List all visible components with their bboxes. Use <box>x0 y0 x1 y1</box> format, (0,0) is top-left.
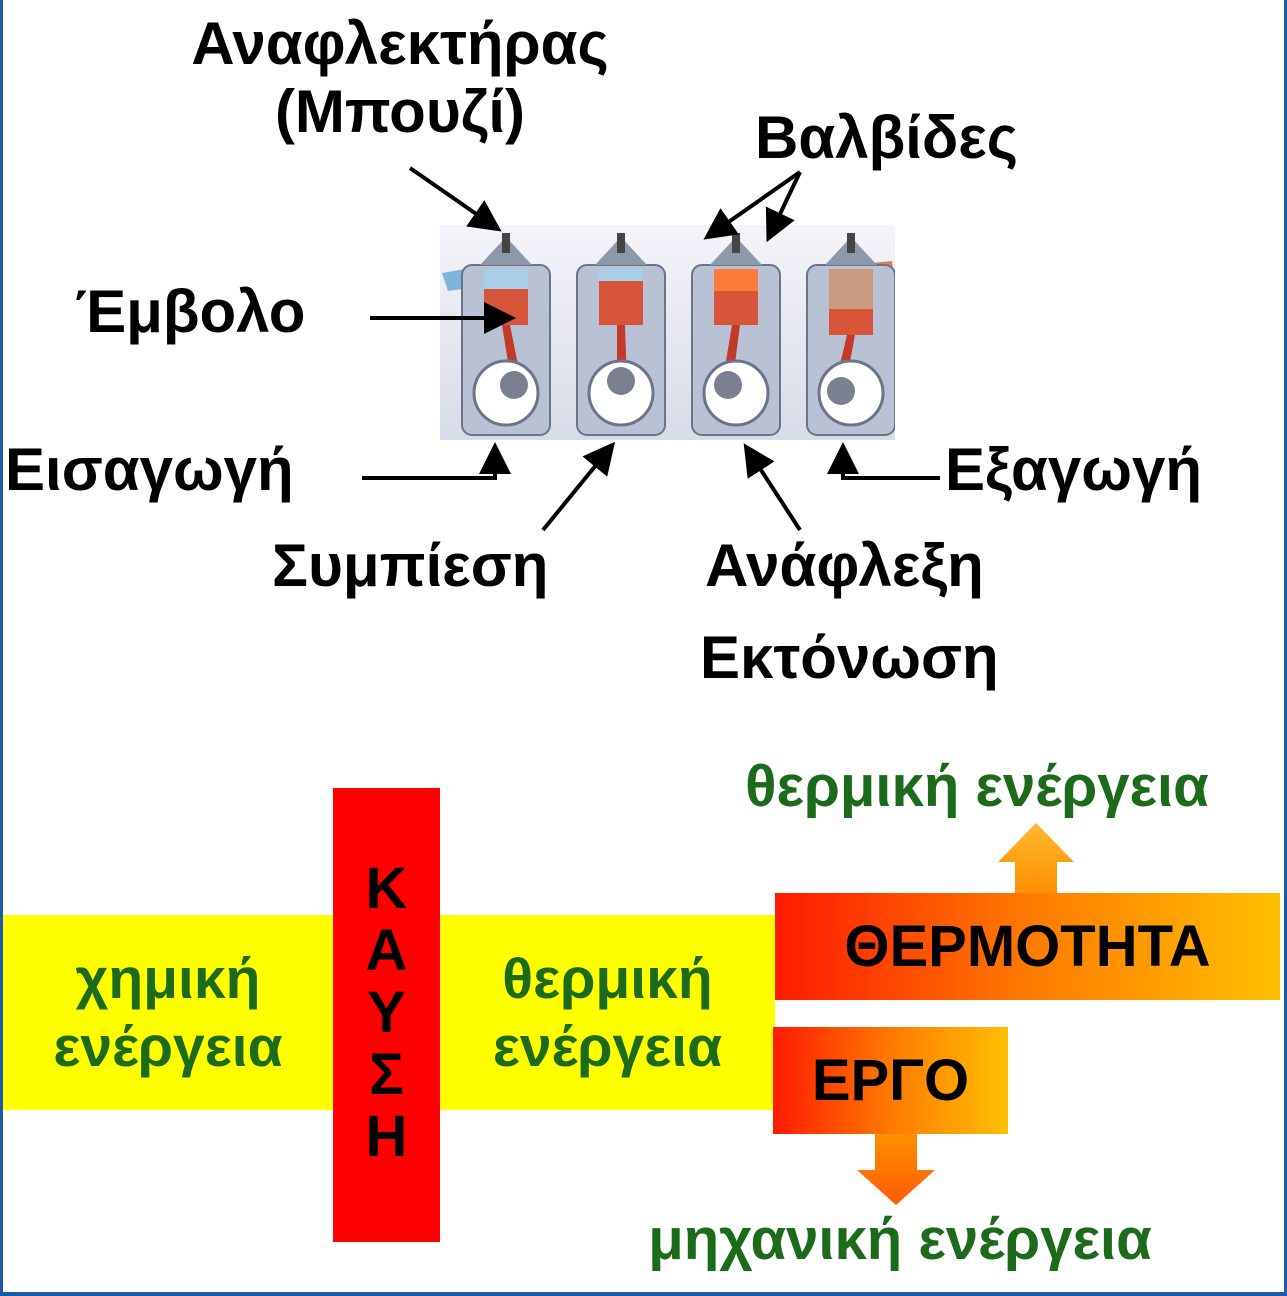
spark-plug-arrow <box>408 166 502 232</box>
valves-label: Βαλβίδες <box>755 104 1018 171</box>
cylinder-2 <box>576 233 666 436</box>
thermal-energy-line1: θερμική <box>502 947 713 1011</box>
chemical-energy-box: χημική ενέργεια <box>3 915 333 1110</box>
valve-arrow-left <box>703 170 802 240</box>
mechanical-energy-output: μηχανική ενέργεια <box>648 1207 1152 1272</box>
cylinder-4 <box>806 233 895 436</box>
ignition-arrow <box>743 443 802 532</box>
thermal-energy-output: θερμική ενέργεια <box>745 754 1209 819</box>
heat-box: ΘΕΡΜΟΤΗΤΑ <box>775 893 1280 1000</box>
intake-label: Εισαγωγή <box>5 436 294 503</box>
combustion-letter-1: Κ <box>365 856 408 921</box>
compression-arrow <box>541 441 616 532</box>
combustion-box: Κ Α Υ Σ Η <box>333 788 440 1242</box>
chemical-energy-line2: ενέργεια <box>53 1015 283 1080</box>
combustion-letter-3: Υ <box>367 980 406 1045</box>
valve-arrow-right <box>765 171 802 243</box>
thermal-energy-line2: ενέργεια <box>492 1015 723 1080</box>
down-arrow <box>857 1134 935 1205</box>
combustion-letter-5: Η <box>365 1104 408 1169</box>
work-label: ΕΡΓΟ <box>811 1048 970 1113</box>
exhaust-label: Εξαγωγή <box>945 436 1202 503</box>
combustion-letter-2: Α <box>365 918 408 983</box>
piston-label: Έμβολο <box>75 278 306 345</box>
chemical-energy-line1: χημική <box>75 947 261 1011</box>
spark-plug-label-line2: (Μπουζί) <box>274 78 526 145</box>
up-arrow <box>998 823 1074 893</box>
intake-arrow <box>362 442 511 480</box>
spark-plug-label-line1: Αναφλεκτήρας <box>191 10 609 77</box>
combustion-letter-4: Σ <box>369 1042 404 1107</box>
cylinder-3 <box>691 233 781 436</box>
thermal-energy-box: θερμική ενέργεια <box>440 915 775 1110</box>
spark-plug-label: Αναφλεκτήρας (Μπουζί) <box>130 14 670 142</box>
exhaust-arrow <box>827 442 940 480</box>
heat-label: ΘΕΡΜΟΤΗΤΑ <box>844 914 1211 979</box>
work-box: ΕΡΓΟ <box>773 1027 1008 1134</box>
expansion-label: Εκτόνωση <box>700 624 999 691</box>
compression-label: Συμπίεση <box>272 532 549 599</box>
ignition-label: Ανάφλεξη <box>705 532 984 599</box>
